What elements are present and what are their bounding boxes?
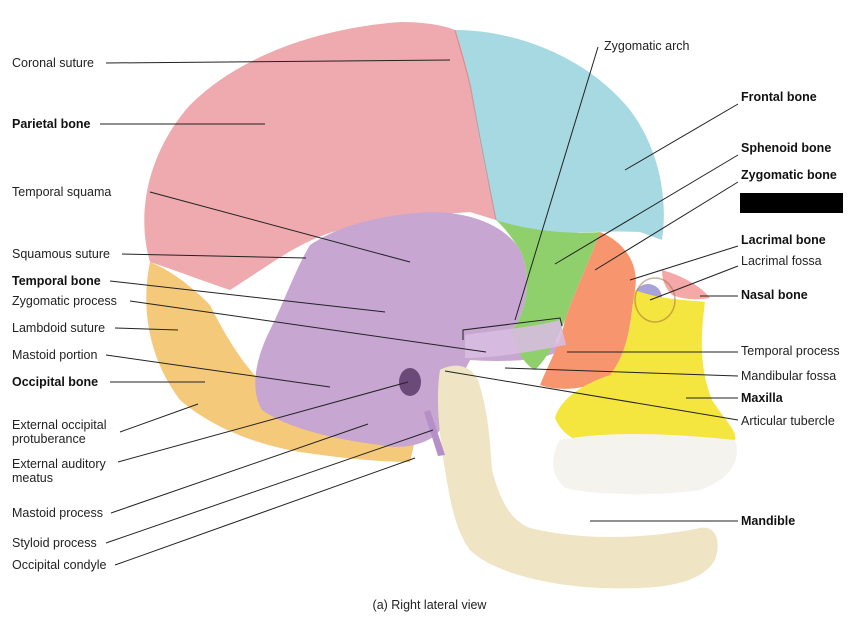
label-external-occipital-protuberance: External occipital protuberance: [12, 418, 107, 446]
coronal-suture-line: [454, 29, 497, 221]
label-zygomatic-process: Zygomatic process: [12, 294, 117, 308]
label-lacrimal-bone: Lacrimal bone: [741, 233, 826, 247]
temporal-bone-region: [255, 212, 562, 447]
label-maxilla: Maxilla: [741, 391, 783, 405]
label-occipital-condyle: Occipital condyle: [12, 558, 107, 572]
label-parietal-bone: Parietal bone: [12, 117, 91, 131]
label-lambdoid-suture: Lambdoid suture: [12, 321, 106, 335]
frontal-bone-region: [455, 30, 664, 240]
maxilla-region: [555, 290, 736, 449]
label-zygomatic-arch: Zygomatic arch: [604, 39, 690, 53]
label-nasal-bone: Nasal bone: [741, 288, 808, 302]
label-styloid-process: Styloid process: [12, 536, 97, 550]
label-mastoid-portion: Mastoid portion: [12, 348, 98, 362]
zygomatic-arch-shape: [465, 320, 566, 358]
auditory-meatus-opening: [399, 368, 421, 396]
label-external-auditory-meatus: External auditory meatus: [12, 457, 106, 485]
label-coronal-suture: Coronal suture: [12, 56, 94, 70]
label-temporal-process: Temporal process: [741, 344, 840, 358]
label-mastoid-process: Mastoid process: [12, 506, 104, 520]
redaction-box: [740, 193, 843, 213]
leader-lines: [100, 46, 739, 566]
label-frontal-bone: Frontal bone: [741, 90, 817, 104]
teeth-region: [553, 434, 737, 495]
label-mandible: Mandible: [741, 514, 796, 528]
label-articular-tubercle: Articular tubercle: [741, 414, 835, 428]
label-mandibular-fossa: Mandibular fossa: [741, 369, 837, 383]
parietal-bone-region: [144, 22, 497, 290]
zygomatic-bone-region: [540, 232, 636, 389]
figure-caption: (a) Right lateral view: [372, 598, 487, 612]
label-temporal-bone: Temporal bone: [12, 274, 101, 288]
label-occipital-bone: Occipital bone: [12, 375, 99, 389]
label-squamous-suture: Squamous suture: [12, 247, 110, 261]
label-zygomatic-bone: Zygomatic bone: [741, 168, 837, 182]
orbit: [634, 277, 676, 323]
label-sphenoid-bone: Sphenoid bone: [741, 141, 832, 155]
mandible-region: [437, 365, 718, 589]
occipital-bone-region: [146, 262, 415, 462]
styloid-process-shape: [424, 410, 445, 456]
label-lacrimal-fossa: Lacrimal fossa: [741, 254, 822, 268]
label-temporal-squama: Temporal squama: [12, 185, 112, 199]
